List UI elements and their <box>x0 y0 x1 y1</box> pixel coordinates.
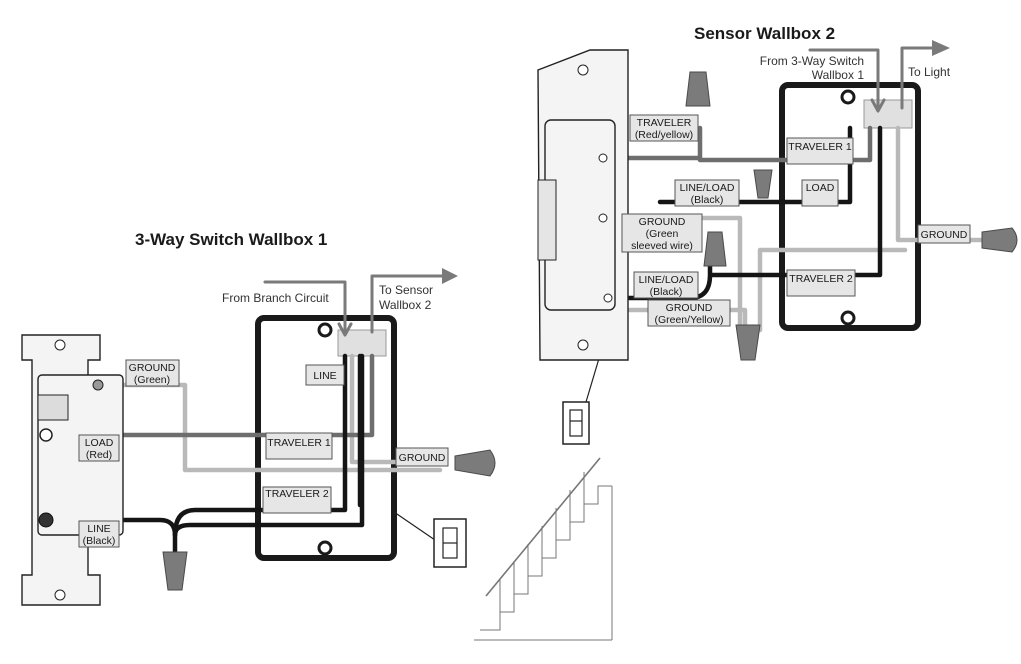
wallbox2-lineload2-nut <box>703 231 727 267</box>
wallbox2-from-note-l1: From 3-Way Switch <box>760 54 864 68</box>
wallbox1-traveler1-label-box <box>265 432 333 460</box>
wallbox1-ground-box-label: GROUND <box>399 452 446 464</box>
wallbox1-hole-top <box>317 322 333 338</box>
wallbox1-mount-hole-bottom <box>54 589 66 601</box>
wallbox2-ground-green-l1: GROUND <box>639 216 686 228</box>
wallbox2-title: Sensor Wallbox 2 <box>694 24 835 43</box>
wallbox2-in-arrowhead <box>870 98 886 113</box>
wallbox1-hole-bottom <box>317 540 333 556</box>
wallbox1-out-arrow <box>370 274 447 334</box>
wallbox2-traveler1-label-box <box>786 137 854 165</box>
wallbox1-traveler1-label: TRAVELER 1 <box>267 437 331 449</box>
wallbox1-traveler2-label-box <box>262 486 332 514</box>
wallbox2-lineload-nut <box>753 169 773 199</box>
wallbox2-out-arrow <box>900 46 937 110</box>
wallbox2-terminal-lineload <box>603 293 613 303</box>
wallbox2-traveler2-label-box <box>786 269 856 297</box>
wallbox1-line-box-label-box <box>305 364 345 386</box>
wallbox2-from-note-l2: Wallbox 1 <box>812 68 865 82</box>
wallbox2-terminal-traveler <box>598 153 608 163</box>
wallbox2-lineload1-label-box <box>674 179 740 207</box>
wallbox2-ground-box-label: GROUND <box>921 229 968 241</box>
wallbox1-group: 3-Way Switch Wallbox 1 From Branch Circu… <box>21 230 496 606</box>
wallbox1-traveler-wire <box>172 353 365 538</box>
wallbox1-from-note: From Branch Circuit <box>222 291 329 305</box>
wallbox2-out-arrowhead <box>932 40 950 56</box>
wallbox2-sensor-device <box>537 49 629 361</box>
wallbox1-ground-green-label-box <box>125 359 180 387</box>
wallbox1-load-wire <box>79 353 375 438</box>
wallbox1-line-nut <box>162 551 188 591</box>
wallbox1-in-arrow <box>263 280 347 334</box>
wallbox1-line-l2: (Black) <box>83 535 116 547</box>
staircase-illustration <box>474 457 613 641</box>
wallbox1-switch-toggle <box>37 394 69 421</box>
wallbox2-lineload2-l2: (Black) <box>650 286 683 298</box>
stair-handrail <box>485 457 601 597</box>
wallbox2-mount-hole-top <box>577 64 589 76</box>
stair-steps <box>480 485 612 631</box>
wallbox1-ground-box-label-box <box>395 447 449 467</box>
wallbox2-traveler-nut <box>685 71 711 107</box>
wallbox2-switch-icon <box>562 401 590 445</box>
wallbox2-traveler-l1: TRAVELER <box>637 117 692 129</box>
wallbox2-load-label: LOAD <box>806 182 835 194</box>
wallbox2-ground-box-wire <box>757 247 908 333</box>
wallbox2-ground-gy-nut <box>735 324 761 361</box>
wallbox2-ground-gy-l2: (Green/Yellow) <box>654 314 723 326</box>
wallbox2-traveler-l2: (Red/yellow) <box>635 129 693 141</box>
wallbox2-terminal-ground <box>598 213 608 223</box>
wallbox1-in-arrowhead <box>337 322 353 337</box>
wallbox1-line-l1: LINE <box>87 523 110 535</box>
wallbox2-sensor-side <box>537 179 557 261</box>
wallbox2-traveler2-label: TRAVELER 2 <box>789 273 853 285</box>
wallbox1-load-l1: LOAD <box>85 437 114 449</box>
wallbox2-traveler2-wire <box>709 125 883 278</box>
wallbox1-leader <box>393 511 436 541</box>
wallbox2-ground-green-l3: sleeved wire) <box>631 240 693 252</box>
wallbox2-group: Sensor Wallbox 2 From 3-Way Switch Wallb… <box>537 24 1018 445</box>
wallbox2-lineload1-l1: LINE/LOAD <box>680 182 735 194</box>
wallbox1-line-label-box <box>78 520 120 548</box>
wallbox2-to-note: To Light <box>908 65 951 79</box>
wallbox1-screw-line <box>38 512 54 528</box>
wallbox2-hole-top <box>840 89 856 105</box>
wallbox1-traveler2-label: TRAVELER 2 <box>265 488 329 500</box>
wallbox2-ground-box-label-box <box>917 224 971 244</box>
wallbox2-ground-green-label-box <box>621 213 703 253</box>
wallbox1-screw-load <box>39 428 53 442</box>
wallbox1-screw-ground <box>92 379 104 391</box>
wallbox2-ground-gy-l1: GROUND <box>666 302 713 314</box>
wallbox2-lineload2-label-box <box>633 271 699 299</box>
wallbox1-ground-green-l1: GROUND <box>129 362 176 374</box>
wallbox2-traveler1-label: TRAVELER 1 <box>788 141 852 153</box>
wallbox2-lineload1-l2: (Black) <box>691 194 724 206</box>
wallbox1-line-box-label: LINE <box>313 370 336 382</box>
wallbox1-switch-device <box>21 334 124 606</box>
wallbox2-traveler1-wire <box>697 125 873 163</box>
wallbox1-ground-nut <box>454 449 496 477</box>
stair-balusters <box>499 472 585 612</box>
wallbox2-lineload2-l1: LINE/LOAD <box>639 274 694 286</box>
wallbox2-hole-bottom <box>840 310 856 326</box>
wallbox1-load-label-box <box>78 434 120 462</box>
wallbox2-traveler-label-box <box>629 114 699 142</box>
wallbox1-to-note-l1: To Sensor <box>379 283 433 297</box>
wallbox1-title: 3-Way Switch Wallbox 1 <box>135 230 327 249</box>
wallbox1-ground-green-l2: (Green) <box>134 374 170 386</box>
wallbox2-ground-gy-label-box <box>647 299 731 327</box>
wallbox2-mount-hole-bottom <box>577 339 589 351</box>
wallbox1-out-arrowhead <box>442 268 458 284</box>
wallbox1-to-note-l2: Wallbox 2 <box>379 298 432 312</box>
wallbox1-load-l2: (Red) <box>86 449 112 461</box>
wallbox2-ground-green-l2: (Green <box>646 228 679 240</box>
wallbox2-in-arrow <box>808 48 880 110</box>
wallbox2-ground-nut <box>981 227 1018 253</box>
wallbox2-load-label-box <box>801 179 839 207</box>
wallbox2-cable-clamp <box>863 99 913 129</box>
wallbox1-mount-hole-top <box>54 339 66 351</box>
wallbox2-switch-icon-rocker <box>569 409 583 437</box>
